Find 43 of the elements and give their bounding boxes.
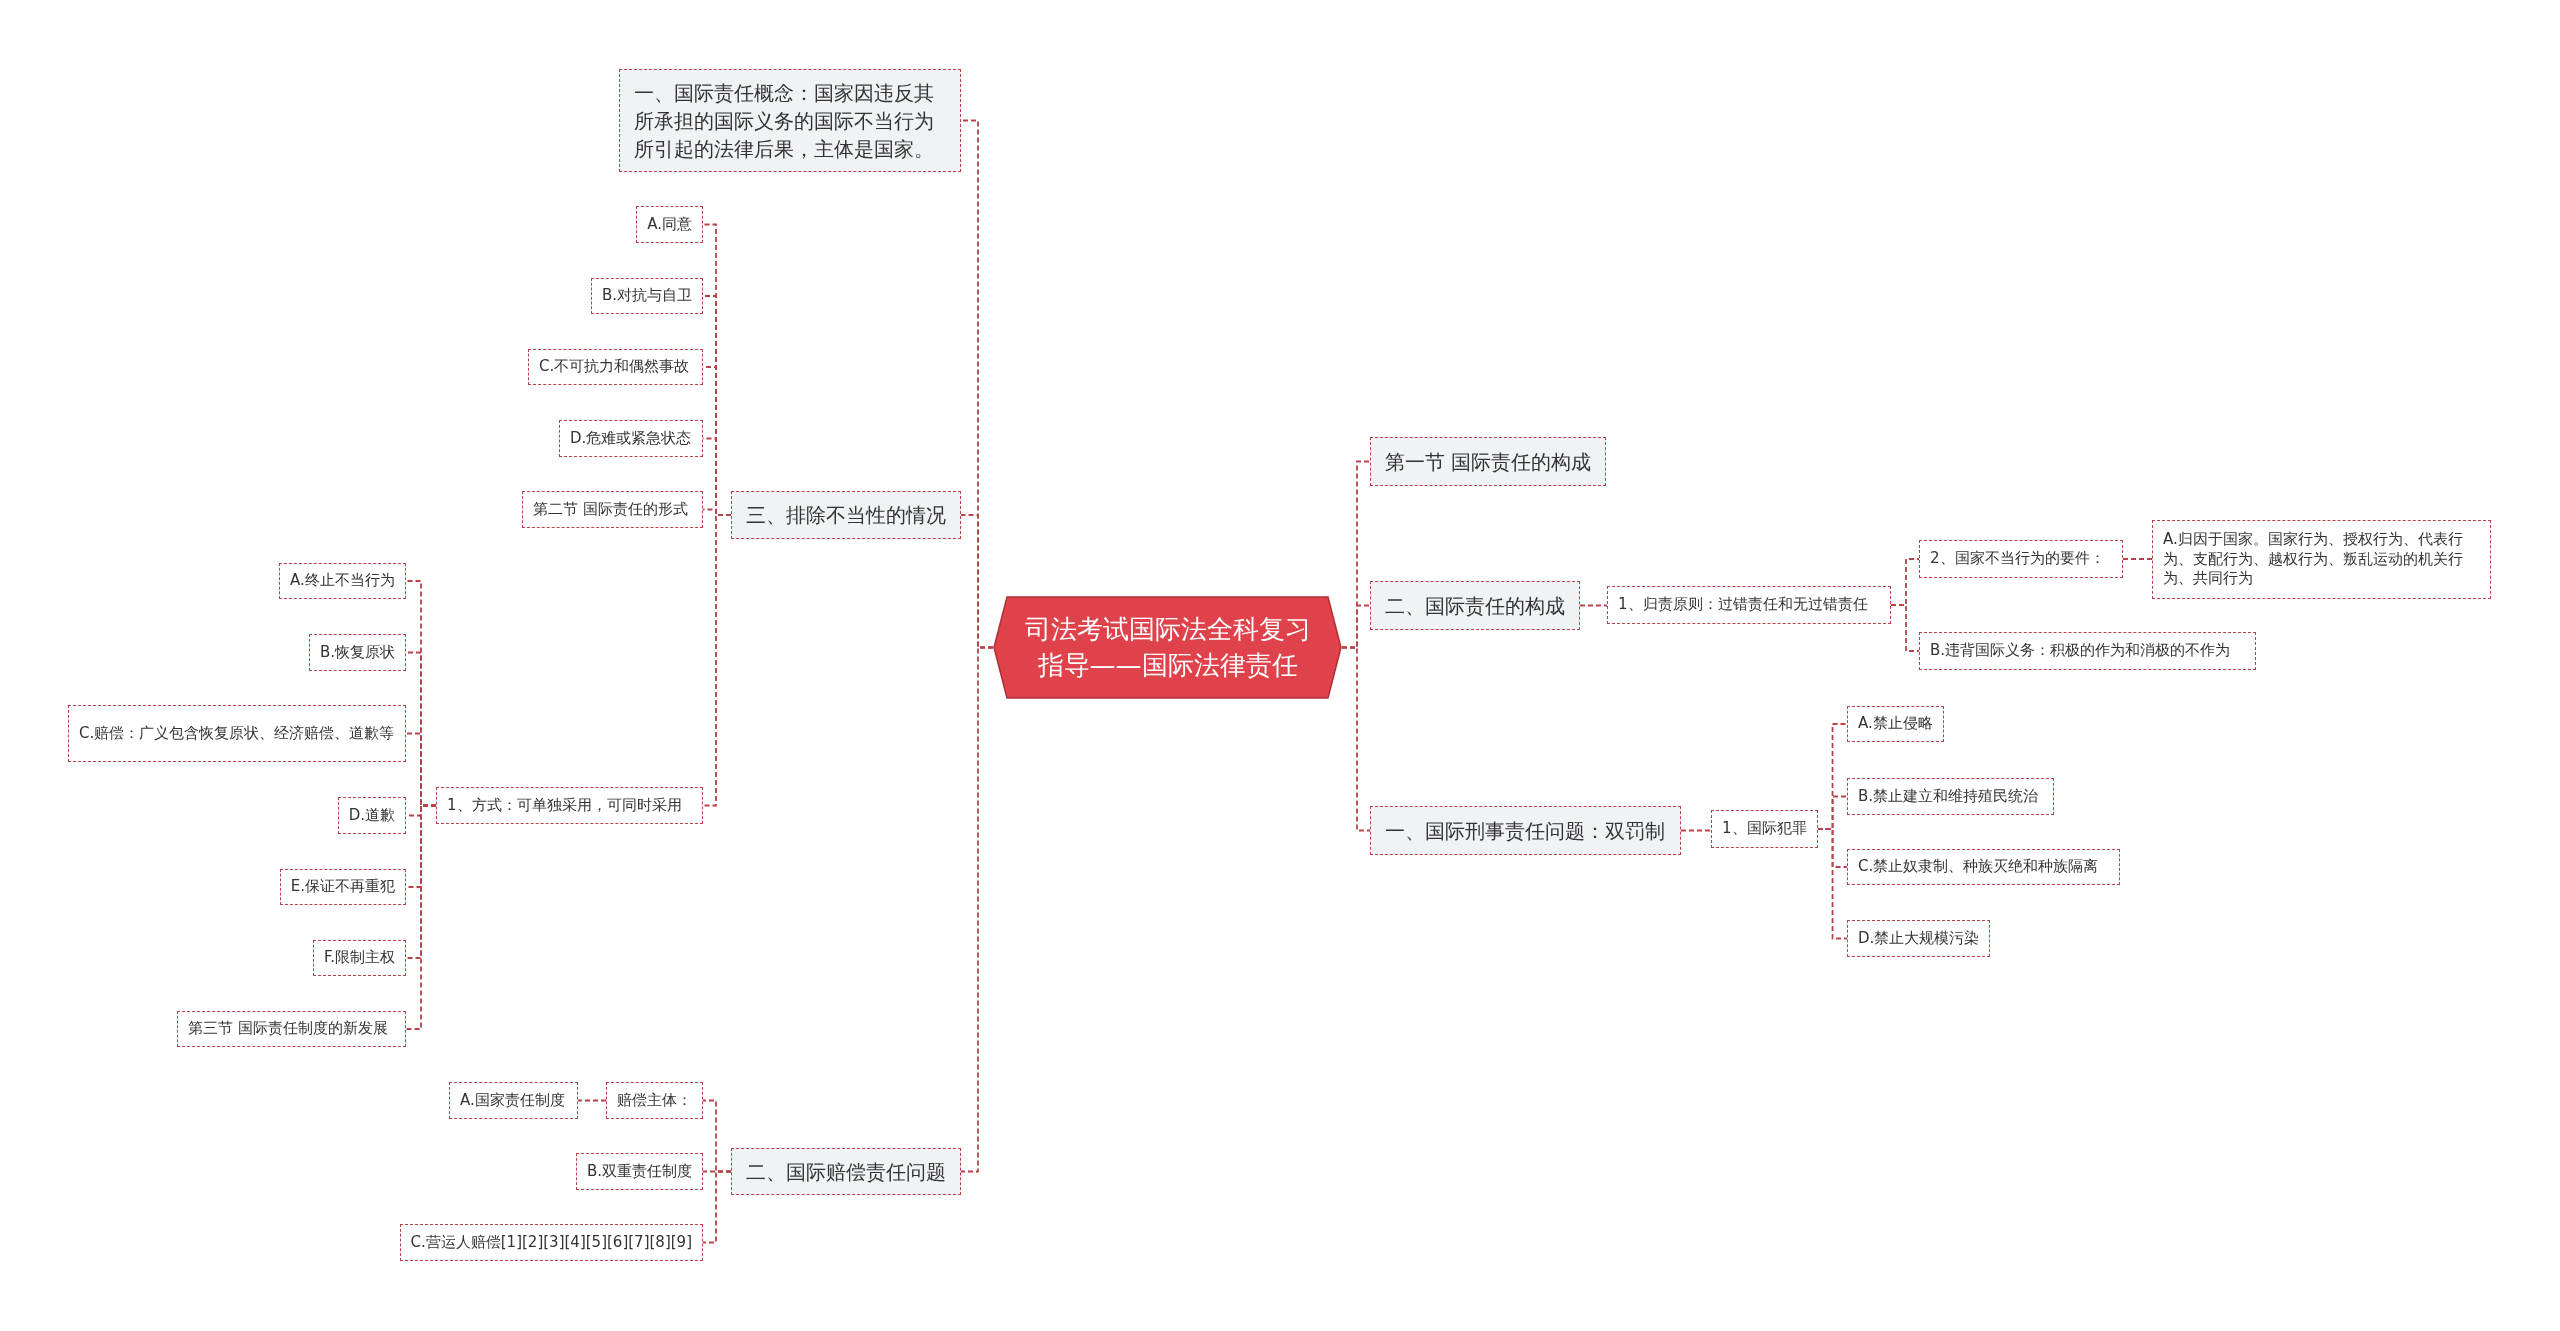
subtopic-box: D.禁止大规模污染 bbox=[1847, 920, 1991, 957]
subtopic-box: C.不可抗力和偶然事故 bbox=[528, 349, 703, 385]
subtopic-box: A.同意 bbox=[636, 206, 703, 243]
subtopic-box: C.营运人赔偿[1][2][3][4][5][6][7][8][9] bbox=[399, 1224, 703, 1261]
subtopic-box: 1、归责原则：过错责任和无过错责任 bbox=[1607, 586, 1891, 624]
connector-line bbox=[1579, 604, 1608, 607]
connector-line bbox=[702, 514, 732, 807]
subtopic-box: D.危难或紧急状态 bbox=[559, 420, 703, 457]
connector-line bbox=[1890, 604, 1920, 652]
subtopic-box: 2、国家不当行为的要件： bbox=[1919, 540, 2123, 578]
subtopic-box: 第三节 国际责任制度的新发展 bbox=[177, 1011, 406, 1047]
subtopic-box: C.禁止奴隶制、种族灭绝和种族隔离 bbox=[1847, 849, 2120, 885]
connector-line bbox=[1680, 829, 1712, 832]
topic-box: 二、国际赔偿责任问题 bbox=[731, 1148, 961, 1195]
subtopic-box: 1、国际犯罪 bbox=[1711, 810, 1818, 848]
subtopic-box: A.国家责任制度 bbox=[449, 1082, 578, 1119]
subtopic-box: B.禁止建立和维持殖民统治 bbox=[1847, 778, 2054, 815]
topic-box: 二、国际责任的构成 bbox=[1370, 581, 1580, 630]
connector-line bbox=[405, 804, 437, 1030]
topic-box: 一、国际刑事责任问题：双罚制 bbox=[1370, 806, 1681, 855]
connector-line bbox=[960, 646, 994, 1173]
subtopic-box: 1、方式：可单独采用，可同时采用 bbox=[436, 787, 703, 824]
subtopic-box: A.归因于国家。国家行为、授权行为、代表行为、支配行为、越权行为、叛乱运动的机关行为、共同行为 bbox=[2152, 520, 2491, 599]
topic-box: 一、国际责任概念：国家因违反其所承担的国际义务的国际不当行为所引起的法律后果，主体是国家。 bbox=[619, 69, 961, 172]
central-topic: 司法考试国际法全科复习指导——国际法律责任 bbox=[993, 596, 1342, 699]
topic-box: 三、排除不当性的情况 bbox=[731, 491, 961, 539]
subtopic-box: E.保证不再重犯 bbox=[279, 869, 406, 905]
subtopic-box: 赔偿主体： bbox=[606, 1082, 703, 1119]
subtopic-box: B.双重责任制度 bbox=[575, 1153, 703, 1190]
subtopic-box: C.赔偿：广义包含恢复原状、经济赔偿、道歉等 bbox=[68, 705, 406, 762]
subtopic-box: B.恢复原状 bbox=[308, 634, 406, 671]
subtopic-box: D.道歉 bbox=[337, 797, 406, 834]
connector-line bbox=[2122, 558, 2153, 560]
connector-line bbox=[577, 1099, 607, 1102]
connector-line bbox=[702, 1170, 732, 1244]
subtopic-box: F.限制主权 bbox=[313, 940, 406, 976]
subtopic-box: 第二节 国际责任的形式 bbox=[522, 491, 703, 528]
subtopic-box: A.禁止侵略 bbox=[1847, 706, 1944, 742]
topic-box: 第一节 国际责任的构成 bbox=[1370, 437, 1607, 486]
subtopic-box: A.终止不当行为 bbox=[279, 563, 406, 599]
subtopic-box: B.违背国际义务：积极的作为和消极的不作为 bbox=[1919, 632, 2256, 670]
subtopic-box: B.对抗与自卫 bbox=[590, 278, 703, 314]
connector-line bbox=[1341, 646, 1371, 832]
